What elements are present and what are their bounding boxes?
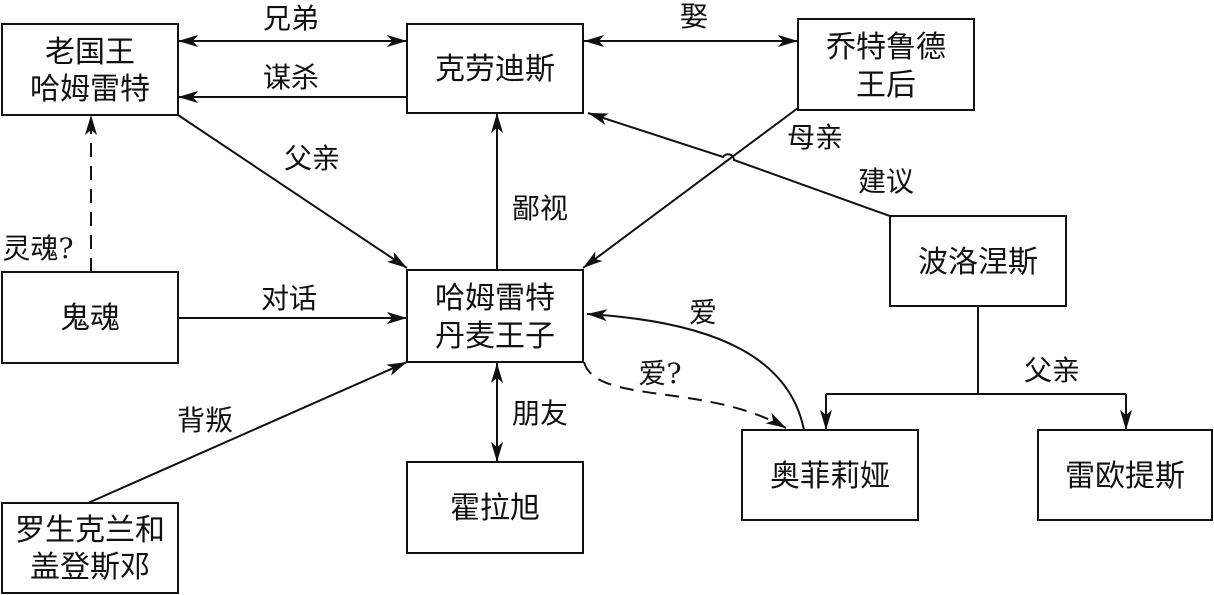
- node-ophelia: 奥菲莉娅: [741, 429, 919, 521]
- edge-love-question: [583, 361, 787, 429]
- node-claudius-label: 克劳迪斯: [435, 52, 555, 87]
- node-claudius: 克劳迪斯: [406, 23, 584, 114]
- node-rosencrantz-line1: 罗生克兰和: [15, 513, 165, 548]
- node-gertrude: 乔特鲁德 王后: [797, 18, 975, 111]
- edge-betray: [87, 361, 408, 504]
- edge-label-marry: 娶: [680, 0, 708, 33]
- edge-label-friend: 朋友: [512, 397, 568, 430]
- node-laertes: 雷欧提斯: [1037, 429, 1213, 521]
- edge-advise: [587, 112, 891, 217]
- edge-mother: [582, 107, 799, 269]
- edge-label-father-children: 父亲: [1024, 354, 1080, 387]
- edge-label-soul: 灵魂?: [2, 232, 73, 265]
- edge-label-brothers: 兄弟: [263, 2, 319, 35]
- node-ophelia-label: 奥菲莉娅: [770, 459, 890, 494]
- node-polonius: 波洛涅斯: [889, 215, 1067, 307]
- node-rosencrantz: 罗生克兰和 盖登斯邓: [1, 502, 179, 594]
- node-laertes-label: 雷欧提斯: [1065, 459, 1185, 494]
- node-rosencrantz-line2: 盖登斯邓: [30, 550, 150, 585]
- edge-label-murder: 谋杀: [263, 61, 319, 94]
- edge-label-love-question: 爱?: [638, 357, 681, 390]
- node-horatio-label: 霍拉旭: [450, 491, 540, 526]
- edge-father-hamlet: [177, 114, 408, 269]
- node-gertrude-line2: 王后: [856, 68, 916, 103]
- node-hamlet-line2: 丹麦王子: [435, 319, 555, 354]
- node-ghost: 鬼魂: [1, 271, 179, 364]
- node-polonius-label: 波洛涅斯: [918, 245, 1038, 280]
- node-gertrude-line1: 乔特鲁德: [826, 30, 946, 65]
- node-old-king-line1: 老国王: [45, 35, 135, 70]
- edge-label-betray: 背叛: [177, 404, 233, 437]
- edge-label-love: 爱: [689, 296, 717, 329]
- node-horatio: 霍拉旭: [406, 461, 584, 554]
- edge-love: [586, 309, 805, 431]
- edge-label-dialogue: 对话: [261, 282, 317, 315]
- edge-label-father-hamlet: 父亲: [284, 142, 340, 175]
- node-old-king: 老国王 哈姆雷特: [1, 23, 179, 116]
- node-hamlet: 哈姆雷特 丹麦王子: [406, 269, 584, 363]
- edge-label-mother: 母亲: [787, 121, 843, 154]
- node-old-king-line2: 哈姆雷特: [30, 72, 150, 107]
- node-ghost-label: 鬼魂: [60, 301, 120, 336]
- node-hamlet-line1: 哈姆雷特: [435, 281, 555, 316]
- edge-label-despise: 鄙视: [512, 192, 568, 225]
- edge-label-advise: 建议: [858, 165, 914, 198]
